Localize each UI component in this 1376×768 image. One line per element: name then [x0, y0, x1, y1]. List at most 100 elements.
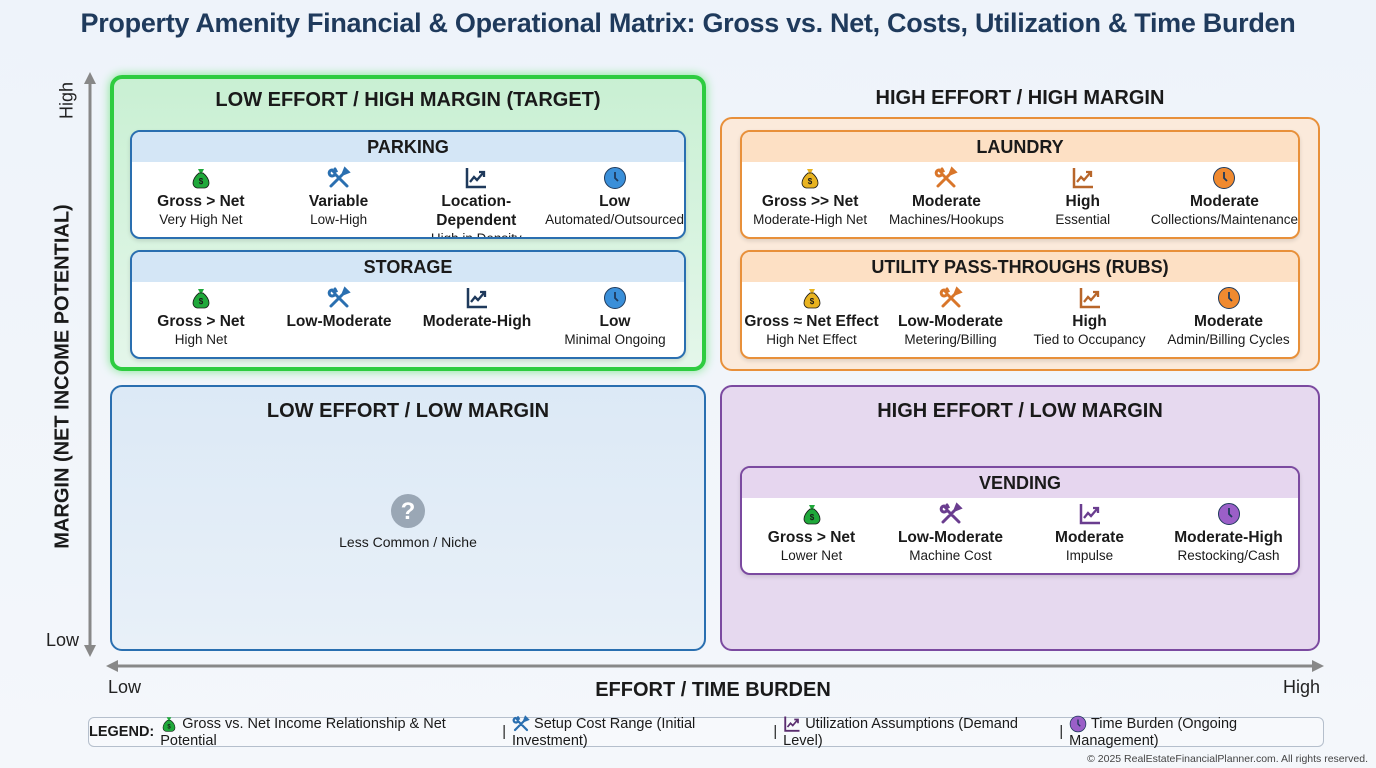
y-axis-low: Low: [46, 630, 80, 650]
metric-detail: Machines/Hookups: [889, 212, 1004, 227]
svg-text:$: $: [199, 297, 204, 306]
clock-icon: [1069, 715, 1087, 733]
metric-value: Moderate: [1055, 529, 1124, 546]
legend-item: Setup Cost Range (Initial Investment): [512, 715, 767, 749]
metric-detail: High Net: [174, 332, 228, 347]
quadrant-title: HIGH EFFORT / HIGH MARGIN: [875, 87, 1165, 109]
tools-icon: [512, 715, 530, 732]
legend: LEGEND: $ Gross vs. Net Income Relationsh…: [88, 715, 1324, 749]
money-bag-icon: $: [803, 505, 820, 525]
y-axis-arrow: [84, 72, 96, 657]
metric-tools: Low-Moderate: [270, 282, 408, 357]
svg-text:$: $: [808, 177, 813, 186]
money-bag-icon: $: [801, 169, 819, 189]
clock-icon: [1217, 287, 1240, 309]
metric-value: Gross > Net: [157, 193, 245, 210]
quadrant-title: HIGH EFFORT / LOW MARGIN: [877, 400, 1163, 422]
card-title: VENDING: [742, 468, 1298, 498]
tools-icon: [939, 502, 963, 524]
quadrant-title: LOW EFFORT / LOW MARGIN: [266, 400, 550, 422]
legend-separator: |: [502, 724, 506, 740]
legend-separator: |: [1059, 724, 1064, 740]
legend-label: LEGEND:: [89, 724, 155, 740]
metric-detail: High in Density: [430, 231, 522, 239]
metric-value: Moderate: [911, 193, 981, 210]
legend-item: Utilization Assumptions (Demand Level): [783, 715, 1053, 749]
metric-detail: Collections/Maintenance: [1150, 212, 1298, 227]
clock-icon: [604, 287, 626, 309]
legend-item-label: Setup Cost Range (Initial Investment): [512, 715, 696, 749]
metric-value: High: [1065, 193, 1100, 210]
page-title: Property Amenity Financial & Operational…: [80, 8, 1296, 38]
metric-detail: Metering/Billing: [904, 332, 997, 347]
metric-detail: Admin/Billing Cycles: [1167, 332, 1290, 347]
chart-icon: [466, 168, 487, 189]
clock-icon: [1217, 503, 1240, 525]
metric-detail: Moderate-High Net: [753, 212, 868, 227]
quadrant-title: LOW EFFORT / HIGH MARGIN (TARGET): [215, 89, 601, 111]
legend-separator: |: [773, 724, 778, 740]
chart-icon: [466, 288, 487, 309]
y-axis-high: High: [56, 81, 77, 120]
metric-detail: Essential: [1055, 212, 1111, 227]
metric-detail: High Net Effect: [766, 332, 857, 347]
niche-note: Less Common / Niche: [339, 534, 477, 550]
card-title: STORAGE: [132, 252, 684, 282]
metric-detail: Impulse: [1065, 548, 1114, 563]
clock-icon: [1213, 167, 1236, 189]
chart-icon: [1079, 504, 1100, 525]
clock-icon: [603, 167, 626, 189]
metric-value: Moderate: [1189, 193, 1259, 210]
money-bag-icon: $: [803, 289, 820, 309]
metric-chart: Moderate-High: [408, 282, 546, 357]
metric-detail: Low-High: [310, 212, 368, 227]
metric-value: Gross ≈ Net Effect: [744, 313, 879, 330]
metric-value: Gross > Net: [157, 313, 245, 330]
metric-value: Low-Moderate: [897, 313, 1004, 330]
legend-item-label: Gross vs. Net Income Relationship & Net …: [160, 715, 446, 749]
legend-item-label: Utilization Assumptions (Demand Level): [783, 715, 1018, 749]
tools-icon: [327, 286, 351, 308]
card-title: UTILITY PASS-THROUGHS (RUBS): [742, 252, 1298, 282]
copyright: © 2025 RealEstateFinancialPlanner.com. A…: [1087, 753, 1368, 765]
metric-detail: Minimal Ongoing: [564, 332, 666, 347]
question-icon: ?: [391, 494, 425, 528]
metric-value: High: [1072, 313, 1107, 330]
metric-detail: Machine Cost: [909, 548, 992, 563]
y-axis-title: MARGIN (NET INCOME POTENTIAL): [51, 204, 74, 549]
money-bag-icon: $: [192, 289, 210, 309]
svg-text:$: $: [168, 725, 172, 731]
x-axis-arrow: [106, 660, 1324, 672]
chart-icon: [1072, 168, 1093, 189]
quadrant-low-effort-low-margin: LOW EFFORT / LOW MARGIN ? Less Common / …: [110, 385, 706, 651]
svg-text:$: $: [809, 297, 814, 306]
metric-value: Location-Dependent: [436, 193, 517, 229]
chart-icon: [784, 716, 800, 732]
metric-value: Moderate-High: [1174, 529, 1283, 546]
metric-value: Variable: [308, 193, 369, 210]
card-title: PARKING: [132, 132, 684, 162]
metric-detail: Tied to Occupancy: [1033, 332, 1146, 347]
tools-icon: [327, 166, 351, 188]
tools-icon: [939, 286, 963, 308]
svg-text:?: ?: [401, 498, 416, 525]
amenity-card-utility-pass-throughs-rubs: UTILITY PASS-THROUGHS (RUBS) $ Gross ≈ Net…: [740, 250, 1300, 359]
card-title: LAUNDRY: [742, 132, 1298, 162]
